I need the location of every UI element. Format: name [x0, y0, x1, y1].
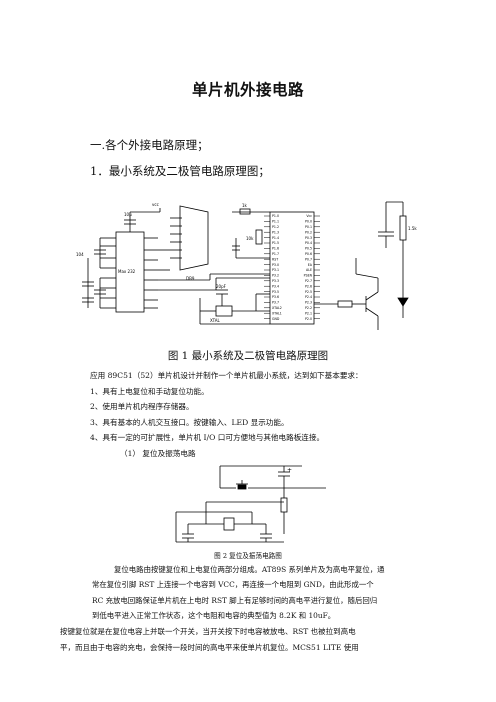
- mcu-pin-label: P0.2: [305, 230, 312, 234]
- mcu-pin-label: P1.0: [272, 214, 279, 218]
- mcu-pin-label: P3.0: [272, 263, 279, 267]
- cap-10u-label: 10μ: [124, 212, 132, 217]
- crystal-label: XTAL: [210, 318, 221, 323]
- mcu-pin-label: P2.4: [305, 295, 312, 299]
- intro-paragraph: 应用 89C51（52）单片机设计并制作一个单片机最小系统，达到如下基本要求： …: [90, 368, 363, 446]
- mcu-pin-label: P1.6: [272, 247, 279, 251]
- mcu-pin-label: EA: [308, 263, 313, 267]
- fig2-crystal: [223, 517, 235, 531]
- body-line: 按键复位就是在复位电容上并联一个开关，当开关按下时电容被放电、RST 也被拉到高…: [60, 627, 356, 636]
- mcu-pin-label: P3.2: [272, 274, 279, 278]
- fig2-plus-label: +: [287, 467, 292, 474]
- body-line: 复位电路由按键复位和上电复位两部分组成。AT89S 系列单片及为高电平复位，通: [114, 565, 385, 574]
- mcu-pin-label: RST: [272, 257, 278, 261]
- mcu-pin-label: P0.4: [305, 241, 312, 245]
- body-paragraph: 复位电路由按键复位和上电复位两部分组成。AT89S 系列单片及为高电平复位，通 …: [92, 562, 385, 624]
- body-line: 常在复位引脚 RST 上连接一个电容到 VCC，再连接一个电阻到 GND，由此形…: [92, 580, 374, 590]
- mcu-pin-label: P3.5: [272, 290, 279, 294]
- sub-item-heading: （1） 复位及振荡电路: [120, 449, 196, 458]
- intro-line: 4、具有一定的可扩展性，单片机 I/O 口可方便地与其他电路板连接。: [90, 433, 325, 443]
- intro-line: 应用 89C51（52）单片机设计并制作一个单片机最小系统，达到如下基本要求：: [90, 371, 363, 380]
- mcu-pin-label: P0.0: [305, 220, 312, 224]
- db9-label: DB9: [186, 276, 195, 281]
- figure1-schematic: Max 232 DB9 10μ 104 1k 10k 1.5k XTAL 20p…: [76, 201, 417, 330]
- figure1-caption: 图 1 最小系统及二极管电路原理图: [167, 350, 329, 362]
- max232-label: Max 232: [118, 269, 136, 274]
- mcu-pin-label: P1.4: [272, 236, 279, 240]
- mcu-pin-label: XTAL2: [272, 306, 282, 310]
- mcu-pin-label: P3.6: [272, 295, 279, 299]
- mcu-pin-label: P1.2: [272, 225, 279, 229]
- mcu-pin-label: P2.7: [305, 279, 312, 283]
- resistor-10k-label: 10k: [246, 236, 254, 241]
- intro-line: 2、使用单片机内程序存储器。: [90, 402, 194, 412]
- mcu-pin-label: P2.0: [305, 317, 312, 321]
- mcu-pin-label: XTAL1: [272, 311, 282, 315]
- mcu-pin-label: PSEN: [304, 274, 313, 278]
- mcu-pin-label: ALE: [306, 268, 312, 272]
- mcu-pin-label: P3.4: [272, 284, 279, 288]
- mcu-pin-label: P2.1: [305, 311, 312, 315]
- intro-line: 1、具有上电复位和手动复位功能。: [90, 386, 209, 396]
- mcu-pin-label: P0.5: [305, 247, 312, 251]
- resistor-1-5k-label: 1.5k: [408, 226, 417, 231]
- mcu-pin-label: P0.1: [305, 225, 312, 229]
- mcu-pin-label: P1.5: [272, 241, 279, 245]
- mcu-pin-label: P0.3: [305, 236, 312, 240]
- cap-104-label: 104: [76, 252, 84, 257]
- body-line: 到低电平进入正常工作状态，这个电阻和电容的典型值为 8.2K 和 10uF。: [92, 611, 336, 621]
- intro-line: 3、具有基本的人机交互接口。按键输入、LED 显示功能。: [90, 417, 289, 427]
- mcu-pin-label: P3.1: [272, 268, 279, 272]
- mcu-pin-label: P0.6: [305, 252, 312, 256]
- mcu-pin-label: Vcc: [306, 214, 312, 218]
- mcu-pin-label: P2.5: [305, 290, 312, 294]
- subsection-heading: 1．最小系统及二极管电路原理图；: [90, 164, 270, 178]
- section-heading: 一.各个外接电路原理；: [90, 138, 209, 152]
- body-paragraph-2: 按键复位就是在复位电容上并联一个开关，当开关按下时电容被放电、RST 也被拉到高…: [60, 624, 359, 656]
- mcu-chip: [269, 211, 315, 325]
- body-line: RC 充放电回路保证单片机在上电时 RST 脚上有足够时间的高电平进行复位，随后…: [92, 595, 378, 605]
- figure2-schematic: +: [175, 465, 326, 543]
- mcu-pin-label: P3.3: [272, 279, 279, 283]
- crystal: [215, 305, 233, 317]
- resistor-1k-label: 1k: [242, 203, 248, 208]
- db9-connector: [179, 205, 209, 271]
- mcu-pin-label: P1.7: [272, 252, 279, 256]
- mcu-pin-label: P3.7: [272, 301, 279, 305]
- mcu-pin-label: P1.1: [272, 220, 279, 224]
- mcu-pin-label: P2.3: [305, 301, 312, 305]
- vcc-label: vcc: [152, 202, 159, 207]
- page-title: 单片机外接电路: [191, 81, 304, 99]
- mcu-pin-label: P0.7: [305, 257, 312, 261]
- cap-20p-label: 20pF: [216, 284, 227, 289]
- mcu-pin-label: P2.6: [305, 284, 312, 288]
- mcu-pin-label: GND: [272, 317, 280, 321]
- mcu-pin-label: P1.3: [272, 230, 279, 234]
- mcu-pin-label: P2.2: [305, 306, 312, 310]
- figure2-caption: 图 2 复位及振荡电路图: [214, 552, 282, 560]
- body-line: 平，而且由于电容的充电，会保持一段时间的高电平来使单片机复位。MCS51 LIT…: [60, 643, 359, 652]
